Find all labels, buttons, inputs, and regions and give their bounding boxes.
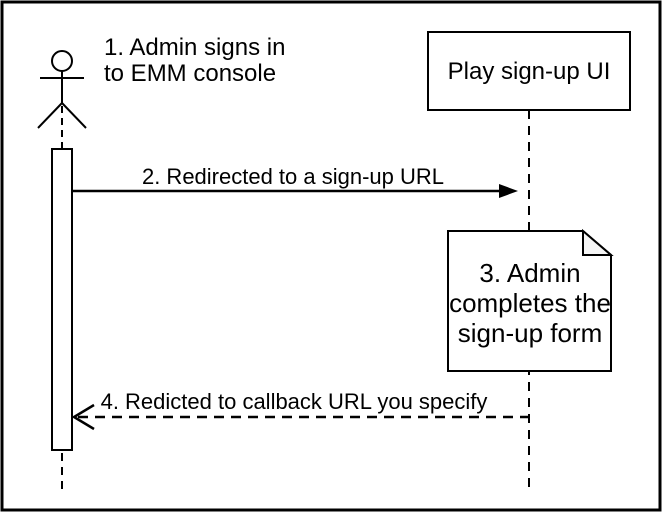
actor-label-line-2: to EMM console <box>104 60 276 87</box>
message-2-arrowhead-icon <box>499 184 518 198</box>
actor-head-icon <box>51 50 73 72</box>
participant-label: Play sign-up UI <box>448 58 611 85</box>
message-4-open-arrowhead-icon <box>71 403 95 431</box>
message-redirect-callback: 4. Redicted to callback URL you specify <box>71 389 529 431</box>
note-label-line-3: sign-up form <box>458 318 603 348</box>
note-signup-form: 3. Admin completes the sign-up form <box>447 228 614 372</box>
message-redirect-signup: 2. Redirected to a sign-up URL <box>72 164 518 198</box>
participant-lifeline: Play sign-up UI <box>427 31 631 489</box>
actor-label: 1. Admin signs in to EMM console <box>104 34 285 87</box>
message-2-label: 2. Redirected to a sign-up URL <box>142 164 444 189</box>
note-fold-corner-icon <box>582 228 614 256</box>
actor-lifeline <box>37 50 87 492</box>
actor-right-leg-icon <box>61 102 87 129</box>
note-label-line-2: completes the <box>449 288 611 318</box>
actor-label-line-1: 1. Admin signs in <box>104 34 285 61</box>
participant-box <box>427 31 631 111</box>
note-label-line-1: 3. Admin <box>479 258 580 288</box>
message-4-label: 4. Redicted to callback URL you specify <box>101 389 488 414</box>
actor-activation-bar <box>51 148 73 451</box>
actor-left-leg-icon <box>37 102 63 129</box>
note-body <box>447 230 612 372</box>
